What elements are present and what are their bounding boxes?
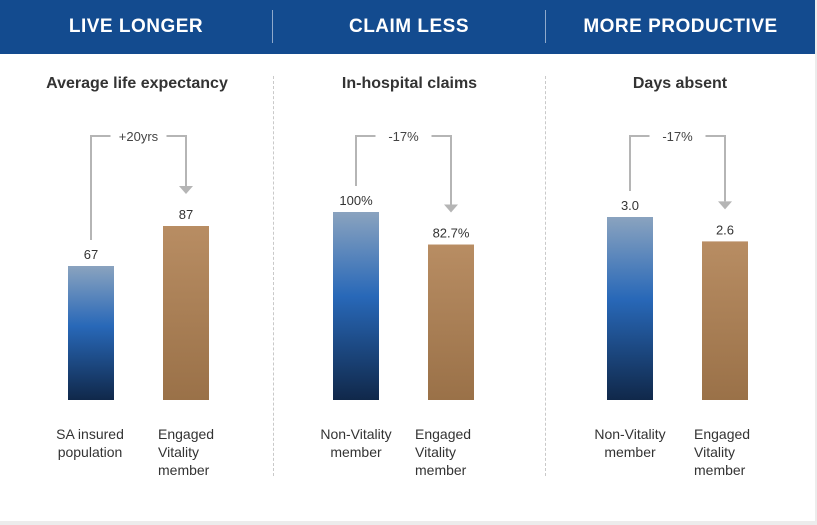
- header-bar: LIVE LONGER CLAIM LESS MORE PRODUCTIVE: [0, 0, 815, 54]
- arrow-line: [90, 135, 111, 240]
- bar: [702, 241, 748, 400]
- header-claim-less: CLAIM LESS: [348, 16, 470, 37]
- chart-title-hospital-claims: In-hospital claims: [341, 75, 478, 92]
- value-label: 100%: [339, 193, 373, 208]
- arrow-head-icon: [444, 204, 458, 213]
- value-label: 67: [84, 247, 98, 262]
- value-label: 82.7%: [433, 226, 470, 241]
- bar: [163, 226, 209, 400]
- category-label: Engaged Vitality member: [158, 426, 215, 478]
- value-label: 2.6: [716, 222, 734, 237]
- arrow-line: [355, 135, 376, 186]
- difference-label: +20yrs: [119, 129, 159, 144]
- bar: [428, 244, 474, 400]
- bar: [333, 212, 379, 400]
- category-label: Non-Vitality member: [320, 426, 392, 460]
- category-label: SA insured population: [56, 426, 124, 460]
- arrow-line: [629, 135, 650, 191]
- arrow-line: [431, 135, 452, 205]
- column-divider: [273, 76, 274, 476]
- chart-title-life-expectancy: Average life expectancy: [46, 75, 228, 92]
- value-label: 87: [179, 207, 193, 222]
- category-label: Engaged Vitality member: [694, 426, 751, 478]
- arrow-head-icon: [179, 186, 193, 194]
- column-divider: [545, 76, 546, 476]
- bar: [68, 266, 114, 400]
- header-live-longer: LIVE LONGER: [68, 16, 204, 37]
- value-label: 3.0: [621, 198, 639, 213]
- header-divider: [545, 10, 546, 43]
- difference-label: -17%: [662, 129, 693, 144]
- difference-label: -17%: [388, 129, 419, 144]
- chart-title-days-absent: Days absent: [632, 75, 728, 92]
- arrow-line: [166, 135, 187, 186]
- category-label: Non-Vitality member: [594, 426, 666, 460]
- category-label: Engaged Vitality member: [415, 426, 472, 478]
- arrow-head-icon: [718, 201, 732, 210]
- bar: [607, 217, 653, 400]
- arrow-line: [705, 135, 726, 202]
- header-divider: [272, 10, 273, 43]
- header-more-productive: MORE PRODUCTIVE: [583, 16, 778, 37]
